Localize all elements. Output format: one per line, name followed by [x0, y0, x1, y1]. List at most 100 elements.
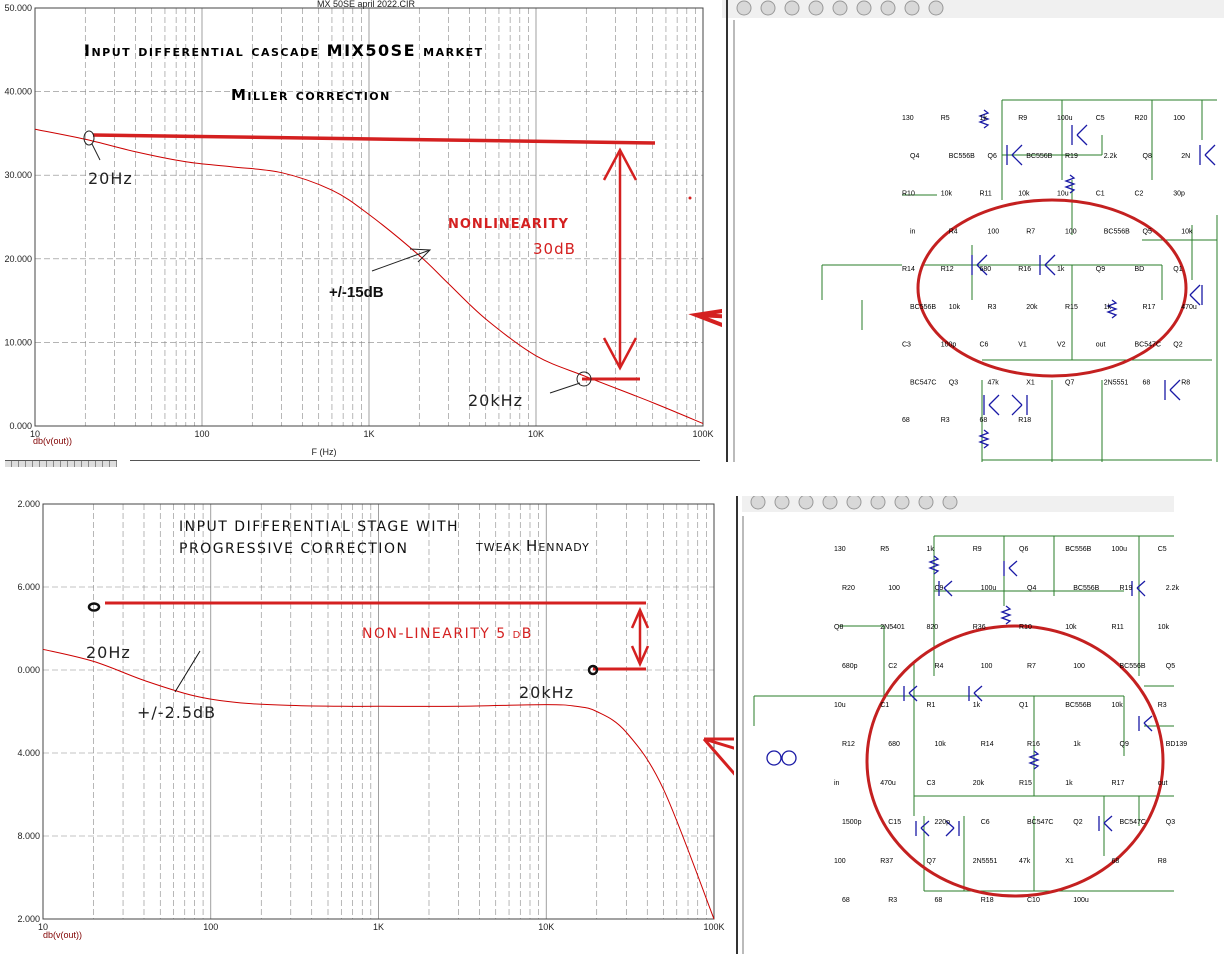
zoom-out-icon[interactable] — [870, 496, 886, 510]
chart-top-ylabel: db(v(out)) — [33, 436, 72, 446]
schematic-label: R18 — [981, 897, 994, 904]
schematic-top-background — [722, 0, 1224, 470]
zoom-in-icon[interactable] — [846, 496, 862, 510]
schematic-label: R8 — [1158, 858, 1167, 865]
schematic-label: 100 — [1173, 115, 1185, 122]
chart-top-y-tick-label: 0.000 — [9, 421, 32, 431]
schematic-label: 10k — [935, 741, 947, 748]
info-icon[interactable] — [736, 0, 752, 16]
schematic-label: BC556B — [1026, 153, 1052, 160]
schematic-label: X1 — [1065, 858, 1074, 865]
schematic-label: R37 — [880, 858, 893, 865]
schematic-label: 1500p — [842, 819, 862, 826]
chart-bottom-ylabel: db(v(out)) — [43, 930, 82, 940]
top-leader-20hz — [91, 143, 101, 161]
chart-top-xlabel: F (Hz) — [312, 447, 337, 457]
chart-bottom-title: INPUT DIFFERENTIAL STAGE WITH — [179, 519, 459, 535]
schematic-top-highlight-circle — [916, 198, 1188, 378]
top-marker-20hz — [83, 130, 95, 146]
schematic-label: Q1 — [1019, 702, 1028, 709]
schematic-label: 10k — [1018, 191, 1030, 198]
schematic-label: R14 — [981, 741, 994, 748]
copy-icon[interactable] — [784, 0, 800, 16]
print-icon[interactable] — [894, 496, 910, 510]
schematic-label: 100p — [941, 342, 957, 349]
schematic-label: 100 — [981, 663, 993, 670]
schematic-label: R18 — [1018, 417, 1031, 424]
schematic-label: 2N5551 — [1104, 379, 1129, 386]
chart-top-y-tick-label: 50.000 — [4, 3, 32, 13]
panel-scrollbar[interactable] — [5, 460, 117, 467]
chart-top-y-tick-label: 30.000 — [4, 170, 32, 180]
chart-top-x-tick-label: 10K — [528, 429, 544, 439]
schematic-label: BD139 — [1166, 741, 1188, 748]
settings-icon[interactable] — [918, 496, 934, 510]
schematic-label: Q5 — [1143, 228, 1152, 235]
chart-top-y-tick-label: 10.000 — [4, 337, 32, 347]
schematic-label: Q5 — [1166, 663, 1175, 670]
schematic-label: 100u — [1073, 897, 1089, 904]
print-icon[interactable] — [880, 0, 896, 16]
chart-bottom-background — [0, 496, 740, 954]
schematic-label: 1k — [1065, 780, 1073, 787]
schematic-label: 2N5401 — [880, 624, 905, 631]
schematic-label: BC556B — [949, 153, 975, 160]
schematic-label: Q7 — [1065, 379, 1074, 386]
schematic-label: 10k — [1158, 624, 1170, 631]
schematic-label: R3 — [1158, 702, 1167, 709]
schematic-label: C3 — [902, 342, 911, 349]
schematic-label: 100 — [988, 228, 1000, 235]
schematic-label: 130 — [902, 115, 914, 122]
schematic-label: C2 — [888, 663, 897, 670]
chart-top-x-tick-label: 100K — [692, 429, 713, 439]
schematic-label: Q8 — [1143, 153, 1152, 160]
close-icon[interactable] — [774, 496, 790, 510]
close-icon[interactable] — [760, 0, 776, 16]
schematic-label: V2 — [1057, 342, 1066, 349]
top-pointer-arrow-head — [688, 308, 724, 328]
copy-icon[interactable] — [798, 496, 814, 510]
schematic-label: 2.2k — [1166, 585, 1180, 592]
schematic-label: Q4 — [1027, 585, 1036, 592]
chart-bottom-series-line — [42, 648, 715, 920]
schematic-label: 100 — [1065, 228, 1077, 235]
schematic-label: 470u — [1181, 304, 1197, 311]
schematic-label: R20 — [1135, 115, 1148, 122]
copy-icon[interactable] — [822, 496, 838, 510]
schematic-label: 68 — [842, 897, 850, 904]
schematic-label: BC547C — [1027, 819, 1053, 826]
chart-bottom-subtitle2: tweak Hennady — [475, 537, 590, 555]
zoom-out-icon[interactable] — [856, 0, 872, 16]
chart-bottom-plot-frame — [42, 503, 715, 920]
schematic-label: 820 — [927, 624, 939, 631]
schematic-label: 1k — [1104, 304, 1112, 311]
schematic-label: 20k — [973, 780, 985, 787]
schematic-label: C10 — [1027, 897, 1040, 904]
schematic-label: R3 — [988, 304, 997, 311]
zoom-in-icon[interactable] — [832, 0, 848, 16]
font-icon[interactable] — [928, 0, 944, 16]
chart-top-background — [0, 0, 724, 470]
schematic-label: X1 — [1026, 379, 1035, 386]
bottom-arrow-head-down — [630, 645, 650, 668]
chart-bottom-x-tick-label: 1K — [373, 922, 384, 932]
schematic-label: C1 — [1096, 191, 1105, 198]
schematic-label: 10k — [941, 191, 953, 198]
schematic-label: R19 — [1065, 153, 1078, 160]
top-ref-line-20hz — [92, 133, 656, 145]
info-icon[interactable] — [750, 496, 766, 510]
copy-icon[interactable] — [808, 0, 824, 16]
settings-icon[interactable] — [904, 0, 920, 16]
font-icon[interactable] — [942, 496, 958, 510]
schematic-label: Q9 — [1120, 741, 1129, 748]
chart-bottom-annotations — [105, 601, 740, 783]
top-label-20khz: 20kHz — [468, 391, 523, 410]
chart-bottom-y-tick-label: 6.000 — [17, 582, 40, 592]
bottom-marker-20hz — [87, 602, 101, 612]
schematic-label: C15 — [888, 819, 901, 826]
bottom-arrow-head-up — [630, 606, 650, 629]
schematic-label: R5 — [880, 546, 889, 553]
schematic-label: 68 — [1143, 379, 1151, 386]
schematic-label: 68 — [1112, 858, 1120, 865]
